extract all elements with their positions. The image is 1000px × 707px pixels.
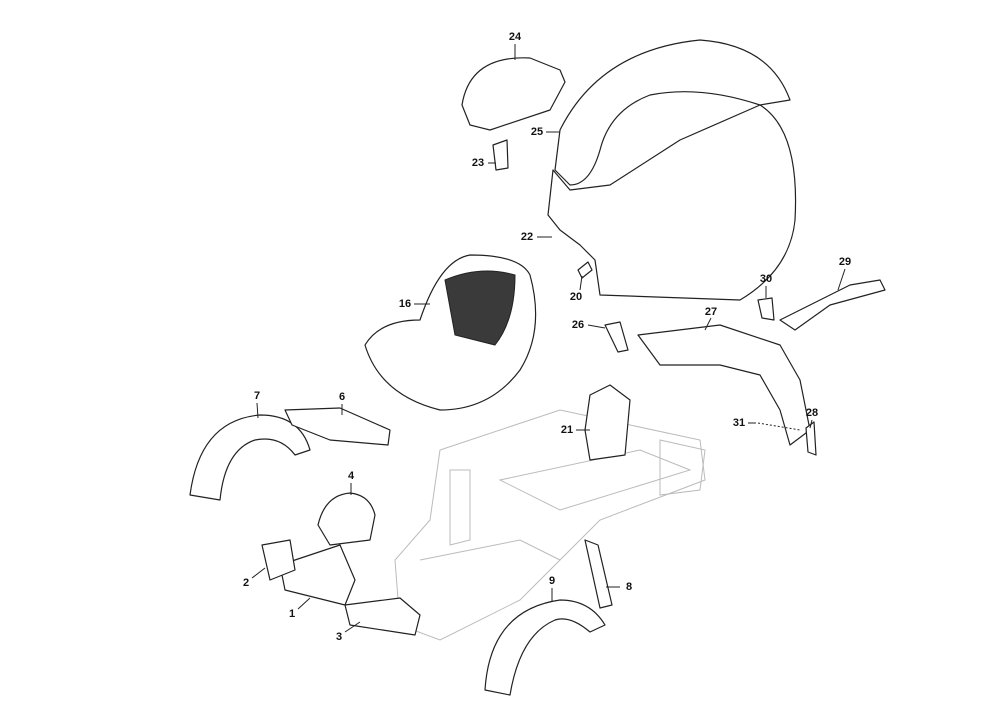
callout-6[interactable]: 6	[338, 391, 346, 403]
part-26-bracket	[604, 321, 629, 353]
part-4-tank	[317, 492, 376, 546]
part-25-hood	[554, 39, 791, 186]
part-8-bracket	[584, 539, 613, 609]
callout-27[interactable]: 27	[704, 306, 718, 318]
callout-4[interactable]: 4	[347, 470, 355, 482]
part-27-fender-frame	[637, 324, 811, 446]
part-30-clip	[757, 297, 775, 321]
part-7-fender	[189, 414, 311, 501]
leader-lines	[251, 44, 846, 633]
part-28-clip	[805, 421, 817, 456]
part-1-panel	[279, 544, 356, 606]
seat-cushion	[444, 270, 516, 346]
callout-26[interactable]: 26	[571, 319, 585, 331]
callout-16[interactable]: 16	[398, 298, 412, 310]
callout-9[interactable]: 9	[548, 575, 556, 587]
callout-29[interactable]: 29	[838, 256, 852, 268]
part-3-panel	[344, 597, 421, 636]
callout-21[interactable]: 21	[560, 424, 574, 436]
callout-28[interactable]: 28	[805, 407, 819, 419]
callout-25[interactable]: 25	[530, 126, 544, 138]
callout-3[interactable]: 3	[335, 631, 343, 643]
part-6-panel	[284, 407, 391, 446]
callout-22[interactable]: 22	[520, 231, 534, 243]
part-23-strip	[492, 139, 509, 171]
part-31-leader	[757, 422, 801, 431]
part-22-body	[547, 104, 797, 301]
part-29-bracket	[779, 279, 886, 331]
part-2-bracket	[261, 539, 296, 581]
callout-24[interactable]: 24	[508, 31, 522, 43]
callout-1[interactable]: 1	[288, 608, 296, 620]
callout-30[interactable]: 30	[759, 273, 773, 285]
part-20-pin	[577, 261, 593, 279]
part-21-console	[584, 384, 631, 461]
callout-31[interactable]: 31	[732, 417, 746, 429]
callout-23[interactable]: 23	[471, 157, 485, 169]
callout-20[interactable]: 20	[569, 291, 583, 303]
callout-2[interactable]: 2	[242, 577, 250, 589]
callout-7[interactable]: 7	[253, 390, 261, 402]
part-9-fender	[484, 599, 606, 696]
part-24-panel	[461, 57, 566, 131]
callout-8[interactable]: 8	[625, 581, 633, 593]
